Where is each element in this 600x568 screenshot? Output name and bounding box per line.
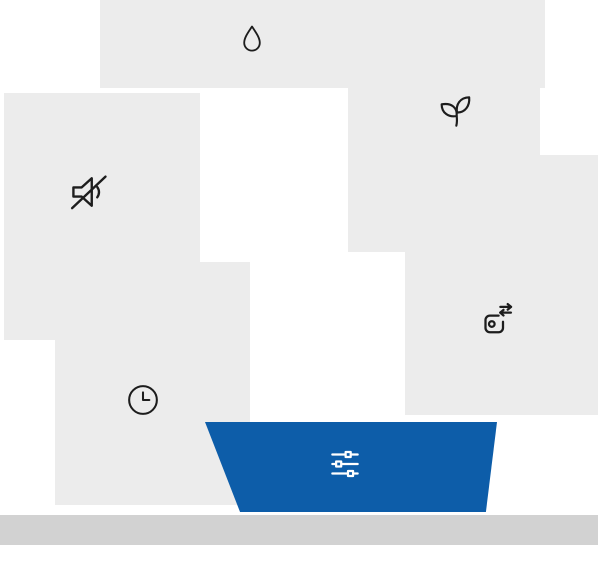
- bottom-bar: [0, 515, 598, 545]
- tile-water[interactable]: [100, 0, 545, 88]
- tile-water-connection[interactable]: [405, 155, 598, 415]
- settings-button[interactable]: [205, 422, 497, 512]
- tile-time[interactable]: [55, 262, 250, 505]
